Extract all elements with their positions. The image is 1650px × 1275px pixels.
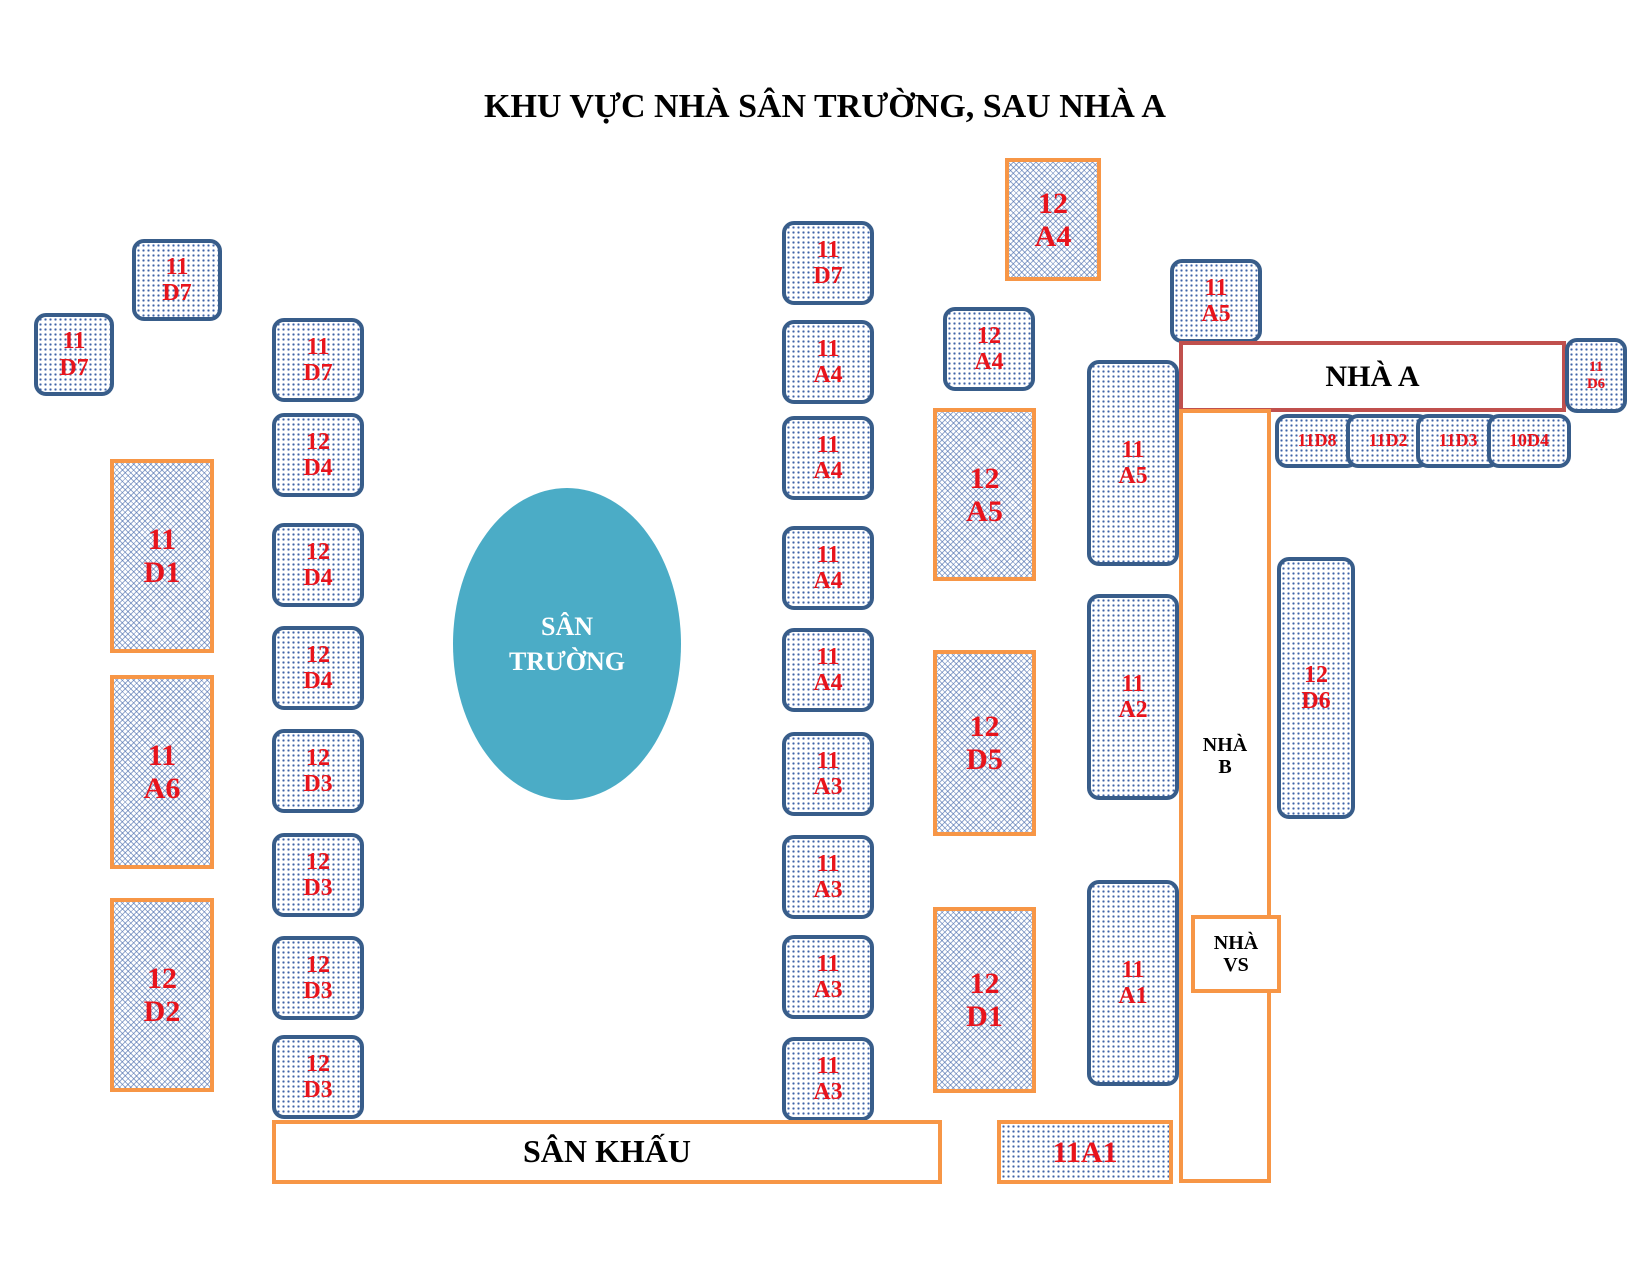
page-title: KHU VỰC NHÀ SÂN TRƯỜNG, SAU NHÀ A <box>484 88 1166 125</box>
stall-col2-3: 11 A4 <box>782 416 874 500</box>
stall-11d1: 11 D1 <box>110 459 214 653</box>
stall-mid-12a4: 12 A4 <box>943 307 1035 391</box>
stall-col2-8: 11 A3 <box>782 935 874 1019</box>
stall-label: 11 A5 <box>1201 274 1231 327</box>
stall-12d6: 12 D6 <box>1277 557 1355 819</box>
stall-label: 12 D3 <box>303 951 333 1004</box>
stall-label: 12 D3 <box>303 744 333 797</box>
courtyard-label-line2: TRƯỜNG <box>508 647 626 676</box>
stall-label: 12 D2 <box>143 962 181 1028</box>
stall-label: 11 D1 <box>143 523 181 589</box>
building-nha-a: NHÀ A <box>1179 341 1566 412</box>
stall-label: 10D4 <box>1509 430 1549 451</box>
stall-12a5: 12 A5 <box>933 408 1036 581</box>
stall-label: 11 A3 <box>813 950 843 1003</box>
stall-label: 12 D4 <box>303 538 333 591</box>
stall-label: 11 A6 <box>143 739 181 805</box>
stall-tall-11a5: 11 A5 <box>1087 360 1179 566</box>
stall-label: 12 D4 <box>303 428 333 481</box>
building-label: NHÀ A <box>1325 360 1420 393</box>
stall-col2-7: 11 A3 <box>782 835 874 919</box>
stall-bottom-11a1: 11A1 <box>997 1120 1173 1184</box>
stall-col2-6: 11 A3 <box>782 732 874 816</box>
stall-col1-2: 12 D4 <box>272 413 364 497</box>
stall-label: 11D2 <box>1368 430 1408 451</box>
stall-11a6: 11 A6 <box>110 675 214 869</box>
stall-label: 12 D3 <box>303 848 333 901</box>
stall-col2-1: 11 D7 <box>782 221 874 305</box>
stage: SÂN KHẤU <box>272 1120 942 1184</box>
stall-label: 12 D1 <box>966 967 1003 1033</box>
stall-col1-1: 11 D7 <box>272 318 364 402</box>
stall-tall-11a2: 11 A2 <box>1087 594 1179 800</box>
stall-11d8: 11D8 <box>1275 414 1359 468</box>
stall-col1-6: 12 D3 <box>272 833 364 917</box>
stall-label: 11 D7 <box>59 328 89 381</box>
stall-top-11a5: 11 A5 <box>1170 259 1262 343</box>
stall-far-left-1: 11 D7 <box>132 239 222 321</box>
stall-label: 11 A5 <box>1118 436 1148 489</box>
stall-label: 11 A3 <box>813 850 843 903</box>
stall-12d5: 12 D5 <box>933 650 1036 836</box>
stall-label: 11 D7 <box>162 253 192 306</box>
building-label-line1: NHÀ <box>1202 734 1248 756</box>
stall-label: 12 D6 <box>1301 661 1331 714</box>
stall-tall-11a1: 11 A1 <box>1087 880 1179 1086</box>
stall-col1-5: 12 D3 <box>272 729 364 813</box>
stall-label: 11D8 <box>1297 430 1337 451</box>
stall-12d2: 12 D2 <box>110 898 214 1092</box>
stall-label: 11 A4 <box>813 335 843 388</box>
stall-12d1: 12 D1 <box>933 907 1036 1093</box>
stall-col1-7: 12 D3 <box>272 936 364 1020</box>
stall-label: 11 A3 <box>813 747 843 800</box>
stall-label: 12 D4 <box>303 641 333 694</box>
stall-far-left-2: 11 D7 <box>34 313 114 396</box>
stall-label: 12 A4 <box>1034 186 1072 253</box>
stall-col2-9: 11 A3 <box>782 1037 874 1121</box>
stall-label: 11A1 <box>1052 1135 1118 1169</box>
stall-label: 11 A4 <box>813 541 843 594</box>
stall-label: 11 A4 <box>813 643 843 696</box>
stall-label: 12 A4 <box>974 322 1004 375</box>
building-label-line1: NHÀ <box>1213 932 1259 954</box>
stall-label: 11 A4 <box>813 431 843 484</box>
stall-top-12a4: 12 A4 <box>1005 158 1101 281</box>
stall-col1-4: 12 D4 <box>272 626 364 710</box>
stall-label: 11D3 <box>1438 430 1478 451</box>
stall-label: 11 A3 <box>813 1052 843 1105</box>
stall-label: 11 D7 <box>813 236 843 289</box>
courtyard-oval: SÂN TRƯỜNG <box>453 488 681 800</box>
stall-label: 11 D7 <box>303 333 333 386</box>
building-label-line2: B <box>1218 756 1232 778</box>
stall-label: 12 D3 <box>303 1050 333 1103</box>
stall-label: 12 D5 <box>966 710 1003 776</box>
stall-col2-5: 11 A4 <box>782 628 874 712</box>
stall-label: 12 A5 <box>966 461 1003 528</box>
stall-label: 11 A1 <box>1118 956 1148 1009</box>
building-label-line2: VS <box>1223 954 1249 976</box>
stall-label: 11 D6 <box>1586 359 1606 392</box>
stall-10d4: 10D4 <box>1487 414 1571 468</box>
stall-col2-4: 11 A4 <box>782 526 874 610</box>
courtyard-label-line1: SÂN <box>540 611 593 641</box>
stage-label: SÂN KHẤU <box>522 1133 691 1170</box>
stall-label: 11 A2 <box>1118 670 1148 723</box>
stall-col2-2: 11 A4 <box>782 320 874 404</box>
courtyard-label: SÂN TRƯỜNG <box>509 609 625 679</box>
stall-col1-8: 12 D3 <box>272 1035 364 1119</box>
stall-col1-3: 12 D4 <box>272 523 364 607</box>
stall-11d6-side: 11 D6 <box>1565 338 1627 413</box>
